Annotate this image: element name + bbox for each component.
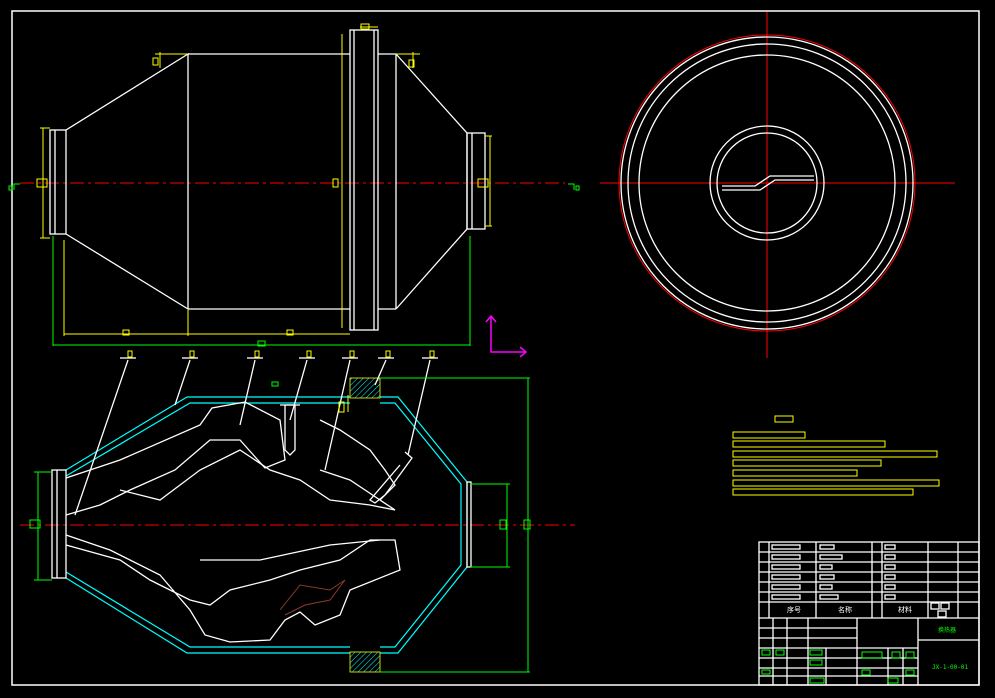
- side-view: [600, 12, 955, 358]
- technical-notes: [732, 415, 940, 496]
- drawing-border: [11, 10, 980, 686]
- front-view: [8, 23, 580, 347]
- header-index: 序号: [787, 605, 801, 614]
- section-view: [20, 350, 575, 673]
- header-name: 名称: [838, 605, 852, 614]
- drawing-number: JX-1-00-01: [932, 664, 969, 671]
- header-material: 材料: [898, 605, 912, 614]
- axis-marker: [485, 314, 528, 358]
- title-block: 序号 名称 材料 换热器 JX-1-00-01: [758, 541, 980, 686]
- drawing-title: 换热器: [938, 626, 956, 634]
